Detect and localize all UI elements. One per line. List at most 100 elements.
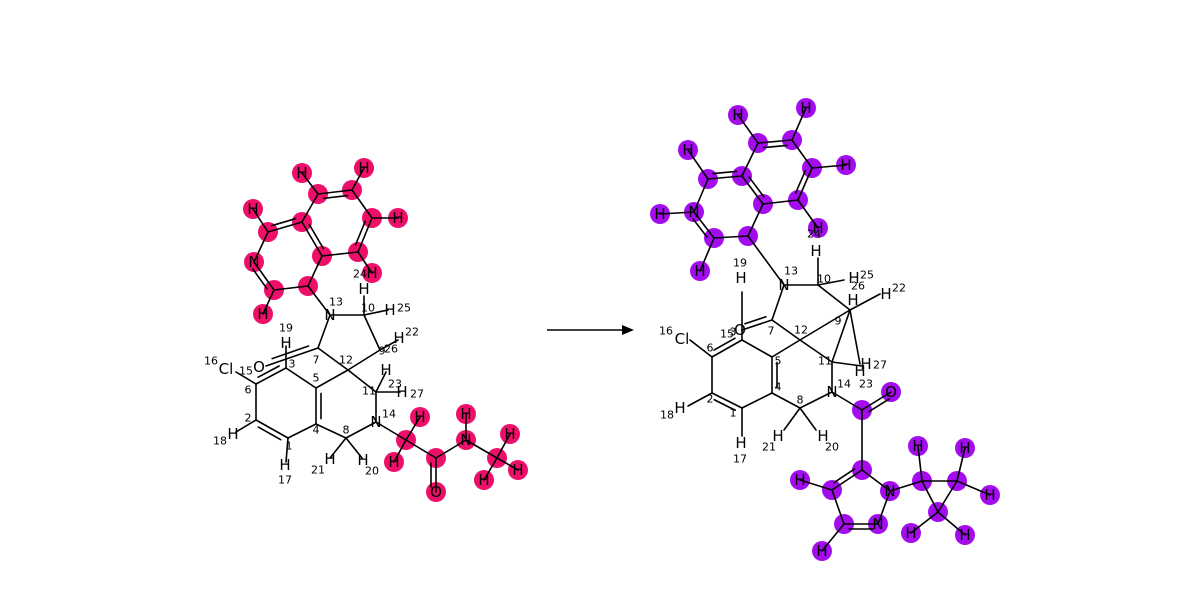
r-bond-8-14 xyxy=(345,421,377,439)
p-bond-6-cl xyxy=(689,339,713,358)
p-bond-a5 xyxy=(741,175,764,205)
r-atom-number: 23 xyxy=(388,378,402,391)
p-bond-pz1-inner xyxy=(832,468,856,484)
p-atom-number: 13 xyxy=(784,265,798,278)
p-bond-3-5 xyxy=(741,339,773,358)
p-bond-a6 xyxy=(741,142,759,177)
p-atom-number: 1 xyxy=(730,407,737,420)
r-bond-c-c xyxy=(405,439,437,459)
p-bond-9-h22 xyxy=(849,293,881,311)
r-atom-number: 5 xyxy=(313,372,320,385)
r-bond-12-11 xyxy=(347,369,377,393)
r-bond-7-o xyxy=(265,347,319,367)
p-bond-a10 xyxy=(713,235,749,239)
r-atom-number: 8 xyxy=(343,424,350,437)
p-atom-number: 8 xyxy=(797,394,804,407)
r-bond-6-cl xyxy=(235,371,257,385)
r-atom-h: H xyxy=(460,405,471,423)
p-bond-a9-inner xyxy=(692,218,708,238)
p-bond-2-h xyxy=(687,392,713,407)
p-bond-a5-inner xyxy=(748,176,765,198)
r-bond-c-n xyxy=(435,439,467,459)
p-atom-n: N xyxy=(884,482,895,500)
r-atom-number: 18 xyxy=(213,435,227,448)
p-bond-cp-h1 xyxy=(917,445,923,482)
r-bond-4-8 xyxy=(315,423,347,439)
r-bond-h4 xyxy=(357,251,373,274)
r-atom-h21: H xyxy=(324,450,335,468)
p-atom-h: H xyxy=(654,205,665,223)
r-bond-3-5 xyxy=(285,367,317,389)
r-atom-h18: H xyxy=(227,425,238,443)
r-bond-a1-inner xyxy=(322,194,349,200)
p-atom-h: H xyxy=(694,262,705,280)
r-atom-number: 16 xyxy=(204,355,218,368)
p-atom-number: 27 xyxy=(873,359,887,372)
p-bond-pz-h2 xyxy=(821,523,845,552)
p-bond-1-2 xyxy=(711,392,743,409)
p-bond-pz4 xyxy=(877,490,891,525)
r-atom-number: 3 xyxy=(289,358,296,371)
p-bond-8-14 xyxy=(799,391,833,409)
r-bond-me1 xyxy=(496,433,511,459)
r-bond-n13 xyxy=(307,285,331,316)
p-atom-cl: Cl xyxy=(675,330,690,348)
p-bond-4-8 xyxy=(771,392,801,409)
r-bond-10-h25 xyxy=(363,309,389,316)
r-atom-number: 26 xyxy=(384,343,398,356)
p-atom-h22: H xyxy=(880,285,891,303)
p-atom-number: 18 xyxy=(660,409,674,422)
p-bond-7-o-inner xyxy=(744,315,767,325)
r-bond-6-3-inner xyxy=(257,365,280,378)
r-atom-h23: H xyxy=(380,361,391,379)
r-atom-h: H xyxy=(388,453,399,471)
p-atom-n: N xyxy=(872,515,883,533)
r-atom-h: H xyxy=(358,280,369,298)
r-atom-number: 6 xyxy=(245,384,252,397)
r-atom-number: 19 xyxy=(279,322,293,335)
p-atom-h: H xyxy=(816,542,827,560)
p-atom-number: 11 xyxy=(818,355,832,368)
r-bond-a2 xyxy=(351,189,373,219)
r-bond-7-o-inner xyxy=(271,345,310,360)
r-atom-o: O xyxy=(430,483,442,501)
p-bond-12-11 xyxy=(799,339,833,363)
p-atom-number: 5 xyxy=(775,355,782,368)
r-bond-4-1 xyxy=(287,423,317,439)
r-atom-n: N xyxy=(248,253,259,271)
p-atom-number: 6 xyxy=(707,342,714,355)
r-atom-number: 4 xyxy=(313,424,320,437)
r-bond-h1 xyxy=(301,172,319,195)
r-bond-ch2 xyxy=(393,439,407,463)
p-bond-12-5 xyxy=(771,339,801,358)
p-atom-h: H xyxy=(959,439,970,457)
r-atom-number: 20 xyxy=(365,465,379,478)
p-bond-c-o xyxy=(861,391,892,411)
r-bond-n-me xyxy=(465,439,498,459)
p-bond-1-2-inner xyxy=(713,398,737,412)
p-atom-number: 25 xyxy=(860,269,874,282)
p-atom-number: 7 xyxy=(768,325,775,338)
p-bond-h1 xyxy=(737,114,759,144)
p-atom-n: N xyxy=(688,203,699,221)
r-bond-a3-inner xyxy=(354,220,367,246)
p-atom-number: 23 xyxy=(859,378,873,391)
p-atom-number: 21 xyxy=(762,441,776,454)
r-bond-1-h xyxy=(285,437,289,463)
p-bond-h6 xyxy=(659,211,695,215)
p-atom-n13: N xyxy=(778,276,789,294)
p-atom-number: 26 xyxy=(851,280,865,293)
p-bond-9-11 xyxy=(831,309,851,363)
p-atom-number: 16 xyxy=(659,325,673,338)
r-bond-a11 xyxy=(307,255,323,287)
p-atom-number: 9 xyxy=(835,315,842,328)
p-bond-a9 xyxy=(693,211,715,239)
p-atom-number: 19 xyxy=(733,257,747,270)
r-bond-14-c xyxy=(375,421,407,441)
p-atom-h: H xyxy=(912,437,923,455)
p-bond-a3 xyxy=(797,167,813,201)
r-bond-a10 xyxy=(273,285,309,291)
p-atom-number: 3 xyxy=(730,326,737,339)
r-bond-13-7 xyxy=(317,314,331,349)
